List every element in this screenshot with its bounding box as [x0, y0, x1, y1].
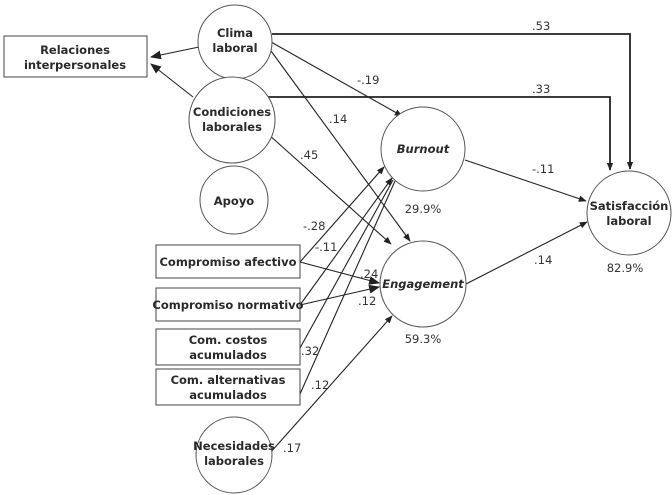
node-com-costos-acumulados: Com. costos acumulados [155, 328, 301, 366]
coef-burnout-satisfaccion: -.11 [532, 162, 554, 176]
coef-necesidades-engagement: .17 [283, 441, 301, 455]
node-label: laboral [212, 41, 257, 55]
node-label: Relaciones [40, 43, 110, 57]
coef-normativo-burnout: -.11 [315, 240, 337, 254]
coef-afectivo-engagement: .24 [360, 267, 378, 281]
node-relaciones-interpersonales: Relaciones interpersonales [3, 35, 148, 78]
path-afectivo-burnout [299, 166, 385, 263]
path-afectivo-engagement [299, 261, 381, 285]
node-engagement: Engagement 59.3% [379, 240, 467, 346]
node-condiciones-laborales: Condiciones laborales [188, 76, 276, 164]
engagement-r2: 59.3% [405, 332, 442, 346]
coef-alternativas-burnout: .12 [311, 378, 329, 392]
node-label: laborales [202, 120, 262, 134]
node-clima-laboral: Clima laboral [197, 4, 273, 80]
path-normativo-engagement [299, 284, 381, 306]
node-label: Condiciones [193, 105, 271, 119]
node-compromiso-afectivo: Compromiso afectivo [155, 244, 301, 279]
node-necesidades-laborales: Necesidades laborales [193, 416, 275, 494]
node-label: interpersonales [24, 58, 126, 72]
path-engagement-satisfaccion [465, 221, 588, 285]
node-label: Apoyo [214, 194, 255, 208]
node-burnout: Burnout 29.9% [380, 106, 466, 216]
path-clima-satisfaccion [272, 33, 634, 170]
coef-condiciones-satisfaccion: .33 [532, 82, 550, 96]
node-satisfaccion-laboral: Satisfacción laboral 82.9% [586, 170, 672, 275]
path-condiciones-satisfaccion [264, 96, 614, 171]
node-label: laboral [606, 214, 651, 228]
path-clima-engagement [262, 39, 411, 242]
satisfaccion-r2: 82.9% [607, 261, 644, 275]
path-alternativas-burnout [299, 180, 396, 395]
node-label: Com. costos [189, 333, 268, 347]
node-apoyo: Apoyo [199, 165, 269, 235]
path-condiciones-engagement [267, 133, 392, 245]
path-costos-burnout [299, 179, 394, 349]
node-compromiso-normativo: Compromiso normativo [152, 287, 304, 322]
path-necesidades-engagement [269, 315, 393, 454]
node-label: Com. alternativas [171, 373, 286, 387]
node-label: acumulados [189, 348, 267, 362]
node-label: Compromiso afectivo [159, 255, 296, 269]
node-label: laborales [204, 454, 264, 468]
node-label: Clima [217, 26, 253, 40]
path-condiciones-relaciones [150, 63, 194, 98]
path-clima-relaciones [149, 46, 200, 60]
burnout-r2: 29.9% [405, 202, 442, 216]
node-label: Burnout [397, 142, 450, 156]
node-label: acumulados [189, 388, 267, 402]
node-label: Engagement [382, 277, 464, 291]
coef-afectivo-burnout: -.28 [303, 219, 325, 233]
coef-costos-burnout: .32 [301, 344, 319, 358]
path-normativo-burnout [299, 177, 393, 306]
node-label: Compromiso normativo [152, 298, 303, 312]
node-label: Necesidades [193, 439, 275, 453]
coef-clima-engagement: .14 [329, 112, 347, 126]
node-com-alternativas-acumulados: Com. alternativas acumulados [155, 368, 301, 406]
coef-normativo-engagement: .12 [358, 294, 376, 308]
node-label: Satisfacción [590, 199, 669, 213]
coef-clima-satisfaccion: .53 [532, 19, 550, 33]
coef-engagement-satisfaccion: .14 [534, 253, 552, 267]
coef-condiciones-engagement: .45 [300, 148, 318, 162]
path-clima-burnout [263, 37, 403, 117]
path-burnout-satisfaccion [464, 159, 587, 202]
coef-clima-burnout: -.19 [357, 73, 379, 87]
